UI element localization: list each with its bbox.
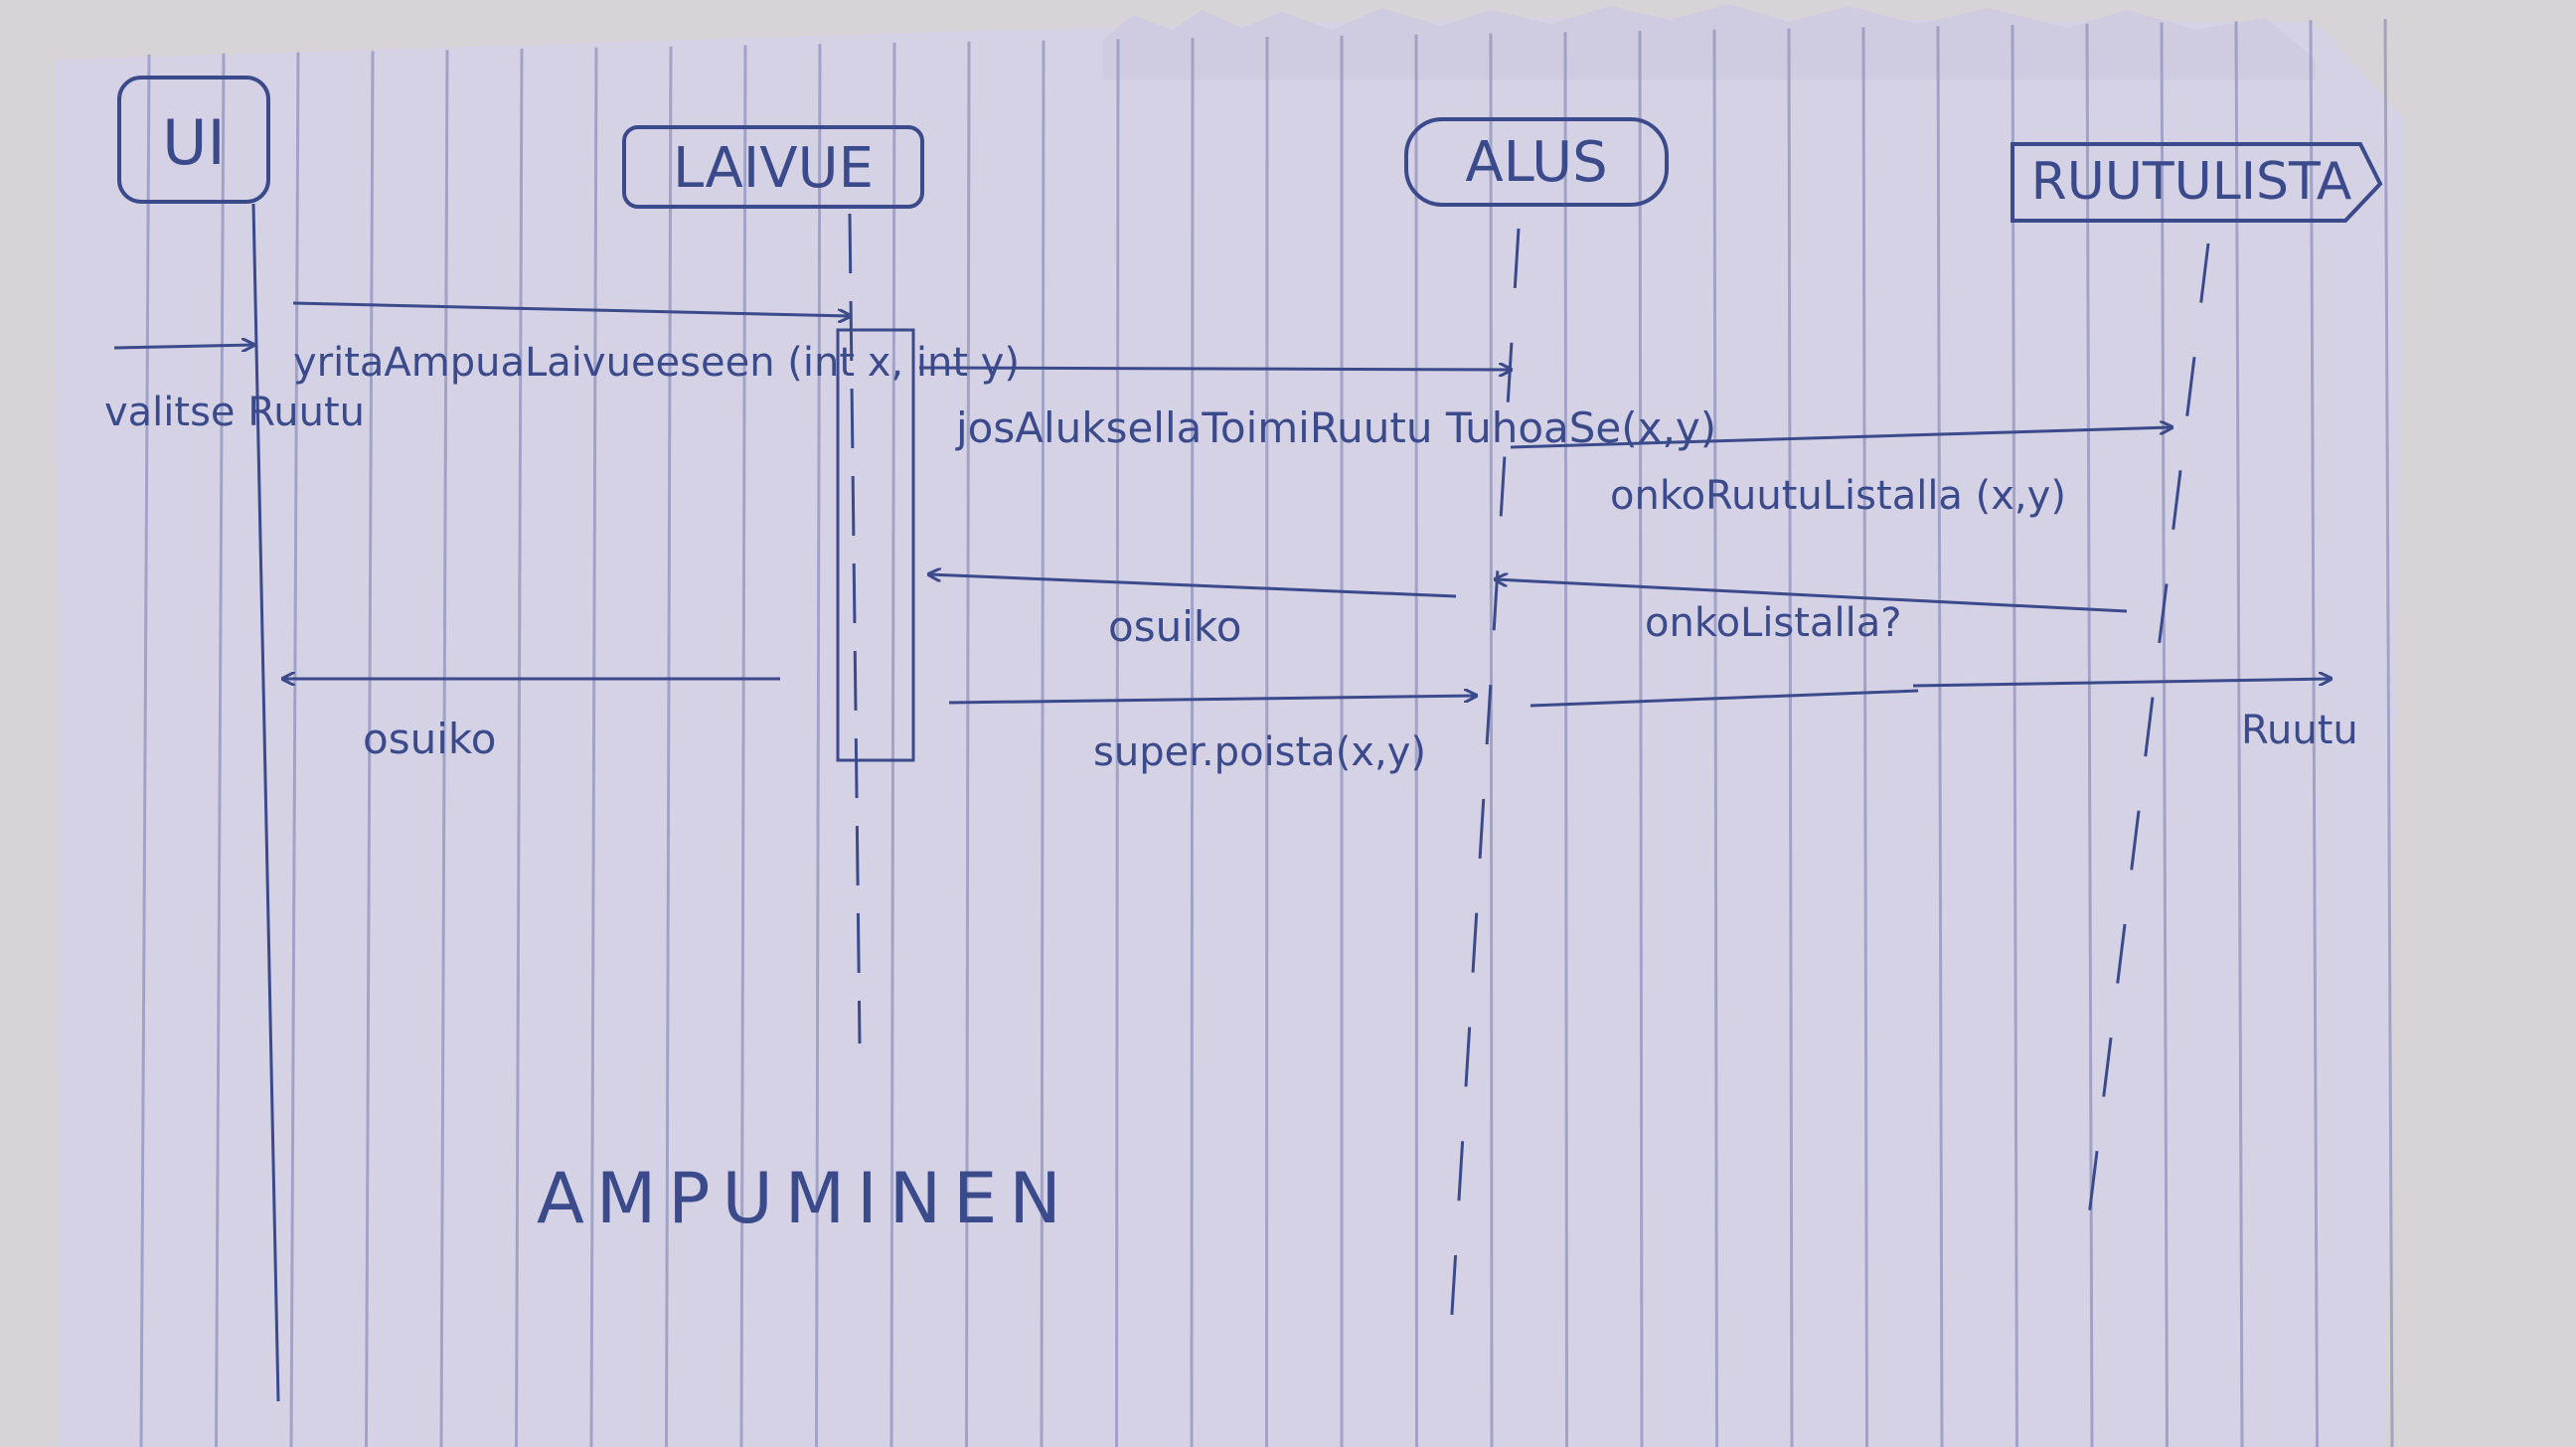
message-arrow-super-poista (948, 696, 1476, 705)
message-label-osuiko-to-laivue: osuiko (1108, 602, 1241, 651)
ruled-line (365, 51, 375, 1447)
participant-ui: UI (117, 76, 270, 204)
ruled-line (1115, 39, 1120, 1447)
participant-label: UI (162, 106, 226, 179)
message-arrow-ruutu (1912, 679, 2331, 688)
message-arrow-valitse-ruutu (113, 345, 253, 348)
ruled-line (739, 45, 747, 1447)
participant-box (117, 76, 270, 204)
diagram-title: AMPUMINEN (537, 1158, 1073, 1239)
ruled-line (589, 47, 598, 1447)
lifeline-alus (1447, 228, 1521, 1363)
participant-box (1404, 117, 1669, 207)
lifeline-laivue (848, 213, 862, 1045)
message-label-valitse-ruutu: valitse Ruutu (104, 390, 365, 435)
participant-ruutulista: RUUTULISTA (2011, 142, 2383, 223)
ruled-line (1040, 40, 1046, 1447)
message-arrow-onko-listalla (1496, 579, 2128, 613)
message-label-ruutu: Ruutu (2241, 708, 2358, 753)
ruled-line (2160, 22, 2169, 1447)
ruled-line (2011, 24, 2018, 1447)
ruled-lines (139, 18, 2394, 1447)
ruled-line (815, 44, 822, 1447)
ruled-line (1563, 32, 1568, 1447)
ruled-line (2309, 20, 2319, 1447)
ruled-line (515, 48, 524, 1447)
lifeline-ui (251, 203, 280, 1402)
ruled-line (965, 41, 971, 1447)
ruled-line (1936, 26, 1944, 1447)
ruled-line (1414, 34, 1418, 1447)
participant-label: RUUTULISTA (2031, 152, 2352, 212)
message-label-super-poista: super.poista(x,y) (1093, 729, 1426, 775)
lifelines (251, 203, 2210, 1402)
message-arrow-onko-ruutu-listalla (1510, 427, 2172, 449)
messages (113, 301, 2331, 708)
ruled-line (2234, 21, 2244, 1447)
message-arrow-to-ruutulista (1530, 689, 1919, 708)
participant-box (622, 125, 924, 209)
message-arrow-tuhoa-se (918, 368, 1511, 370)
ruled-line (665, 46, 673, 1447)
message-arrow-yrita-ampua (292, 301, 850, 316)
ruled-line (1712, 29, 1718, 1447)
paper-sheet (55, 18, 2405, 1447)
participant-label: ALUS (1465, 130, 1607, 195)
ruled-line (1265, 36, 1269, 1447)
ruled-line (2383, 18, 2394, 1447)
participant-laivue: LAIVUE (622, 125, 924, 209)
paper-torn-edge (1103, 4, 2316, 80)
ruled-line (139, 54, 151, 1447)
message-label-onko-listalla: onkoListalla? (1645, 600, 1901, 646)
ruled-line (1190, 38, 1195, 1447)
ruled-line (215, 53, 226, 1447)
ruled-line (1489, 33, 1494, 1447)
ruled-line (889, 42, 896, 1447)
message-arrow-osuiko-to-laivue (929, 574, 1457, 598)
participant-alus: ALUS (1404, 117, 1669, 207)
activation-bar-laivue (836, 328, 915, 762)
message-label-yrita-ampua: yritaAmpuaLaivueeseen (int x, int y) (293, 340, 1020, 386)
lifeline-ruutulista (2085, 242, 2210, 1233)
message-label-osuiko-to-ui: osuiko (363, 715, 496, 763)
ruled-line (439, 50, 449, 1447)
participant-label: LAIVUE (673, 136, 874, 201)
ruled-line (1787, 28, 1794, 1447)
ruled-line (1861, 27, 1868, 1447)
message-label-onko-ruutu-listalla: onkoRuutuListalla (x,y) (1610, 473, 2066, 519)
message-label-tuhoa-se: josAluksellaToimiRuutu TuhoaSe(x,y) (955, 403, 1716, 452)
participant-box (2011, 142, 2383, 223)
ruled-line (1638, 30, 1644, 1447)
ruled-line (289, 52, 300, 1447)
